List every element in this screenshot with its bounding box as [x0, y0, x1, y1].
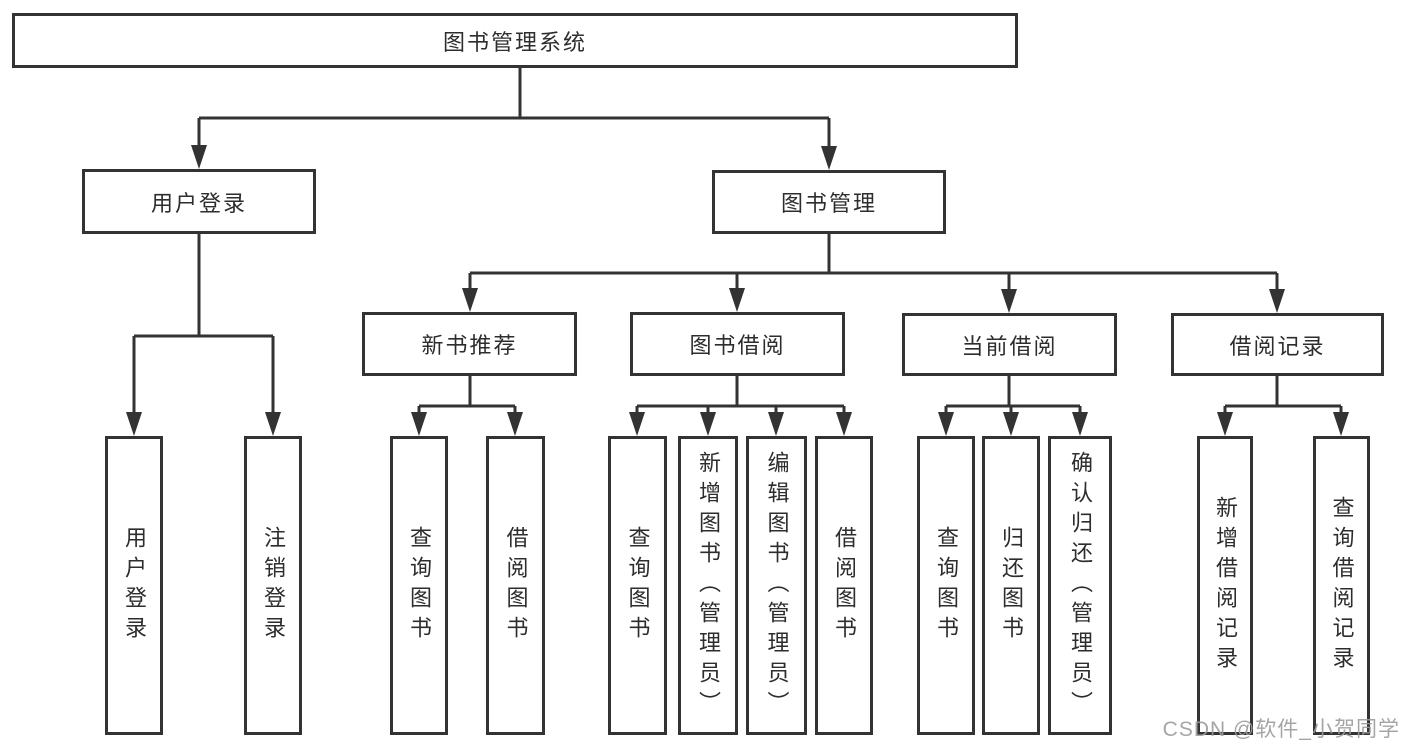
leaf-logout: 注销登录	[244, 436, 302, 735]
leaf-confirm-return-admin: 确认归还（管理员）	[1048, 436, 1112, 735]
leaf-add-book-admin: 新增图书（管理员）	[678, 436, 738, 735]
connector-user-login-children	[126, 233, 281, 436]
leaf-add-borrow-record: 新增借阅记录	[1197, 436, 1253, 735]
node-book-management: 图书管理	[712, 170, 946, 234]
connector-book-management-children	[462, 233, 1285, 313]
connector-borrow-records-children	[1217, 376, 1349, 436]
node-new-book-recommend: 新书推荐	[362, 312, 577, 376]
leaf-return-book: 归还图书	[982, 436, 1040, 735]
node-user-login: 用户登录	[82, 169, 316, 234]
leaf-query-borrow-record: 查询借阅记录	[1313, 436, 1370, 735]
leaf-borrow-books-recommend: 借阅图书	[486, 436, 545, 735]
connector-current-borrow-children	[938, 376, 1088, 436]
node-borrow-records: 借阅记录	[1171, 313, 1384, 376]
connector-new-book-recommend-children	[411, 375, 523, 436]
leaf-user-login: 用户登录	[105, 436, 163, 735]
leaf-edit-book-admin: 编辑图书（管理员）	[746, 436, 807, 735]
connector-root-to-level2	[191, 68, 837, 170]
node-root: 图书管理系统	[12, 13, 1018, 68]
watermark: CSDN @软件_小贺同学	[1162, 718, 1400, 741]
leaf-borrow-books-borrow: 借阅图书	[815, 436, 873, 735]
leaf-query-books-borrow: 查询图书	[608, 436, 667, 735]
leaf-query-books-current: 查询图书	[917, 436, 975, 735]
node-current-borrow: 当前借阅	[902, 313, 1117, 376]
connector-book-borrow-children	[629, 375, 852, 436]
leaf-query-books-recommend: 查询图书	[390, 436, 448, 735]
node-book-borrow: 图书借阅	[630, 312, 845, 376]
